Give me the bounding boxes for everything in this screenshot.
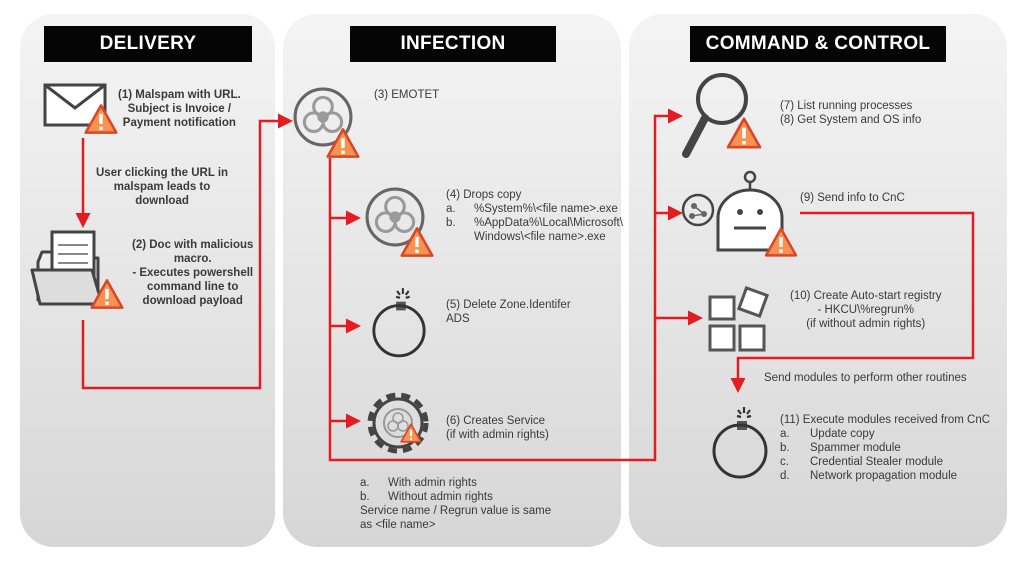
step1-label: (1) Malspam with URL. Subject is Invoice… — [118, 89, 241, 129]
network-globe-icon — [681, 193, 715, 227]
command-control-panel — [629, 14, 1007, 547]
command-control-header: COMMAND & CONTROL — [690, 26, 946, 62]
step7-8-label: (7) List running processes (8) Get Syste… — [780, 100, 922, 126]
click-note-label: User clicking the URL in malspam leads t… — [96, 167, 229, 207]
bomb-icon — [372, 286, 426, 358]
step5-label: (5) Delete Zone.Identifer ADS — [446, 299, 571, 325]
step2-label: (2) Doc with malicious macro. - Executes… — [132, 239, 254, 307]
infection-panel — [283, 14, 621, 547]
step6-label: (6) Creates Service (if with admin right… — [446, 415, 549, 441]
step3-label: (3) EMOTET — [374, 89, 440, 101]
robot-icon — [716, 170, 784, 252]
step10-label: (10) Create Auto-start registry - HKCU\%… — [790, 290, 942, 330]
infection-header: INFECTION — [350, 26, 556, 62]
arrow-infection-trunk — [328, 108, 683, 462]
arrow-doc-to-emotet — [81, 113, 293, 390]
arrow-cnc-to-modules — [730, 211, 975, 393]
step4-label: (4) Drops copy a.%System%\<file name>.ex… — [446, 189, 623, 243]
magnifier-icon — [682, 73, 748, 158]
gear-biohazard-icon — [367, 392, 429, 454]
delivery-header: DELIVERY — [44, 26, 252, 62]
modules-note-label: Send modules to perform other routines — [764, 372, 967, 384]
step9-label: (9) Send info to CnC — [800, 192, 905, 204]
warning-icon — [400, 423, 422, 443]
service-note-label: a.With admin rights b.Without admin righ… — [360, 477, 552, 531]
step11-label: (11) Execute modules received from CnC a… — [780, 414, 991, 482]
warning-icon — [726, 117, 762, 149]
bomb-icon — [712, 405, 768, 479]
blocks-icon — [708, 285, 770, 352]
folder-document-icon — [30, 230, 104, 306]
